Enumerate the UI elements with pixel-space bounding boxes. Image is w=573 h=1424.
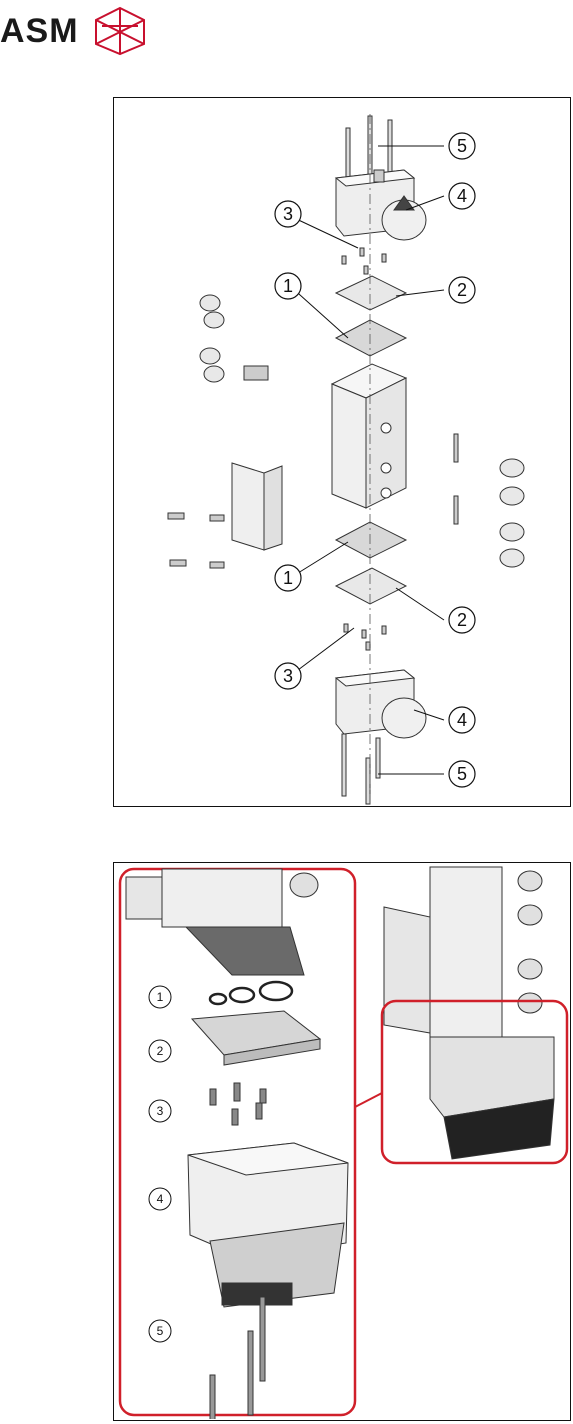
bottom-solenoid [336, 670, 426, 738]
callout-1-top: 1 [275, 273, 301, 299]
svg-text:4: 4 [157, 1192, 164, 1206]
small-screws-bottom [344, 624, 386, 650]
callout-5-bottom: 5 [449, 761, 475, 787]
callout-5-top: 5 [449, 133, 475, 159]
brand-name: ASM [0, 12, 79, 51]
callout-4-top: 4 [449, 183, 475, 209]
gasket-plate [186, 927, 304, 975]
svg-text:5: 5 [457, 136, 467, 156]
callout-2-top: 2 [449, 277, 475, 303]
small-screws [210, 1083, 266, 1125]
svg-text:3: 3 [283, 666, 293, 686]
svg-text:1: 1 [283, 568, 293, 588]
detail-callout-5: 5 [149, 1320, 171, 1342]
callout-2-bottom: 2 [449, 607, 475, 633]
detail-view-drawing: 1 2 3 4 5 [114, 863, 569, 1419]
svg-text:3: 3 [157, 1104, 164, 1118]
left-fittings [200, 295, 268, 382]
main-manifold-block [332, 364, 406, 508]
svg-text:4: 4 [457, 710, 467, 730]
callout-3-bottom: 3 [275, 663, 301, 689]
mounting-bracket [232, 463, 282, 550]
top-plate-2 [336, 276, 406, 310]
svg-text:2: 2 [457, 280, 467, 300]
top-gasket-1 [336, 320, 406, 356]
small-screws-top [342, 248, 386, 274]
top-solenoid [336, 170, 426, 240]
bottom-plate-2 [336, 568, 406, 604]
detail-callout-3: 3 [149, 1100, 171, 1122]
svg-text:1: 1 [283, 276, 293, 296]
solenoid-valve [188, 1143, 348, 1307]
callout-3-top: 3 [275, 201, 301, 227]
assembly-fragment [126, 869, 318, 927]
bottom-screws [342, 734, 380, 804]
svg-text:1: 1 [157, 990, 164, 1004]
asm-logo-icon [92, 6, 148, 56]
svg-text:5: 5 [157, 1324, 164, 1338]
exploded-view-drawing: 5 4 3 1 2 1 2 3 [114, 98, 569, 805]
detail-view-frame: 1 2 3 4 5 [113, 862, 571, 1421]
svg-text:2: 2 [457, 610, 467, 630]
svg-text:4: 4 [457, 186, 467, 206]
o-rings [210, 982, 292, 1004]
left-screws [168, 513, 224, 568]
bottom-gasket-1 [336, 522, 406, 558]
context-view [384, 867, 554, 1159]
detail-callout-2: 2 [149, 1040, 171, 1062]
exploded-view-frame: 5 4 3 1 2 1 2 3 [113, 97, 571, 807]
right-elbows [454, 434, 524, 567]
svg-text:3: 3 [283, 204, 293, 224]
svg-text:2: 2 [157, 1044, 164, 1058]
callout-4-bottom: 4 [449, 707, 475, 733]
long-screws [210, 1297, 265, 1419]
detail-callout-1: 1 [149, 986, 171, 1008]
svg-text:5: 5 [457, 764, 467, 784]
detail-callout-4: 4 [149, 1188, 171, 1210]
callout-1-bottom: 1 [275, 565, 301, 591]
